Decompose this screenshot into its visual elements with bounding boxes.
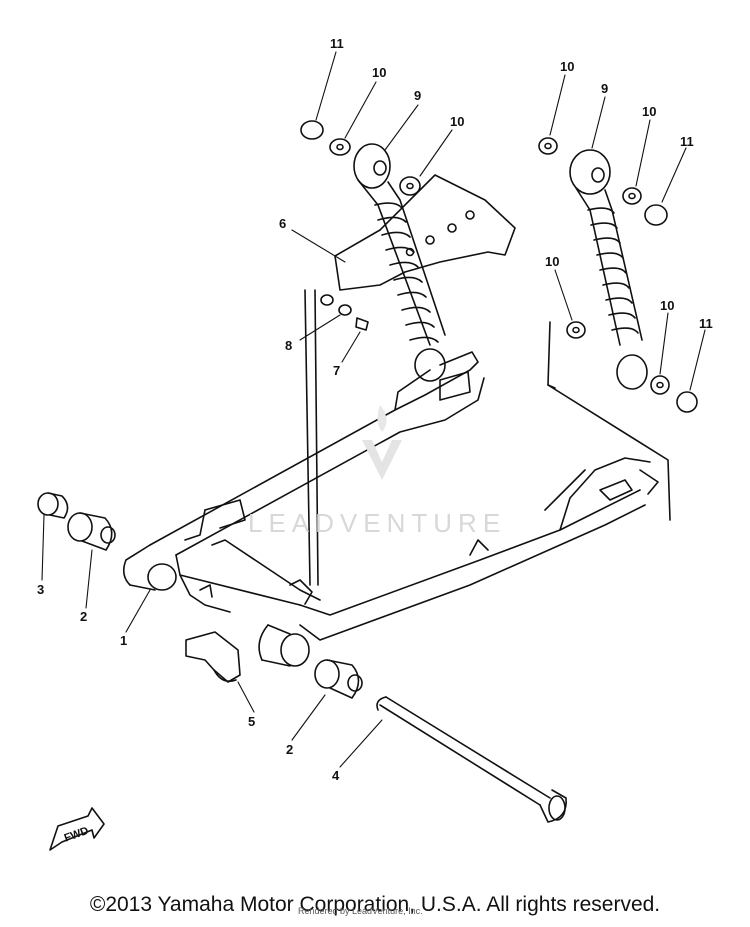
callout-10: 10 (560, 59, 574, 74)
callout-10: 10 (545, 254, 559, 269)
fwd-arrow-icon: FWD (49, 807, 105, 851)
callout-10: 10 (642, 104, 656, 119)
bolt-7 (355, 317, 369, 331)
pivot-shaft-4 (376, 696, 567, 823)
callout-7: 7 (333, 363, 340, 378)
copyright-notice: ©2013 Yamaha Motor Corporation, U.S.A. A… (89, 893, 661, 916)
callout-3: 3 (37, 582, 44, 597)
washer-10-right-d (650, 375, 670, 395)
watermark-text: LEADVENTURE (248, 508, 507, 538)
callout-9: 9 (601, 81, 608, 96)
callout-11: 11 (330, 36, 344, 51)
callout-10: 10 (660, 298, 674, 313)
cap-11-left (300, 120, 324, 140)
callout-6: 6 (279, 216, 286, 231)
callout-4: 4 (332, 768, 340, 783)
callout-2: 2 (286, 742, 293, 757)
callout-10: 10 (372, 65, 386, 80)
washer-8 (338, 304, 352, 316)
pivot-bushing-right (258, 624, 310, 667)
cap-11-right-b (676, 391, 698, 413)
cap-11-right-a (644, 204, 668, 226)
collar-3 (37, 492, 69, 519)
washer-10-right-c (566, 321, 586, 339)
parts-diagram: FWD 11 10 9 10 6 8 7 10 9 10 11 10 10 11… (37, 36, 713, 851)
washer-10-right-a (538, 137, 558, 155)
bushing-2-right (314, 659, 363, 699)
render-credit: Rendered by LeadVenture, Inc. (298, 906, 423, 916)
callout-1: 1 (120, 633, 127, 648)
swing-arm (149, 351, 659, 641)
bushing-2-left (67, 512, 116, 551)
callout-5: 5 (248, 714, 255, 729)
callout-10: 10 (450, 114, 464, 129)
callout-11: 11 (699, 316, 713, 331)
shock-absorber-right (569, 149, 648, 390)
washer-10-left-b (399, 176, 421, 196)
callout-9: 9 (414, 88, 421, 103)
bracket-5 (185, 631, 241, 683)
shock-absorber-left (353, 143, 446, 382)
washer-10-right-b (622, 187, 642, 205)
washer-10-left-a (329, 138, 351, 156)
watermark-logo-icon (362, 405, 402, 480)
callout-8: 8 (285, 338, 292, 353)
plate-6 (304, 174, 516, 586)
callout-11: 11 (680, 134, 694, 149)
pivot-bushing-left (122, 544, 177, 591)
callout-2: 2 (80, 609, 87, 624)
